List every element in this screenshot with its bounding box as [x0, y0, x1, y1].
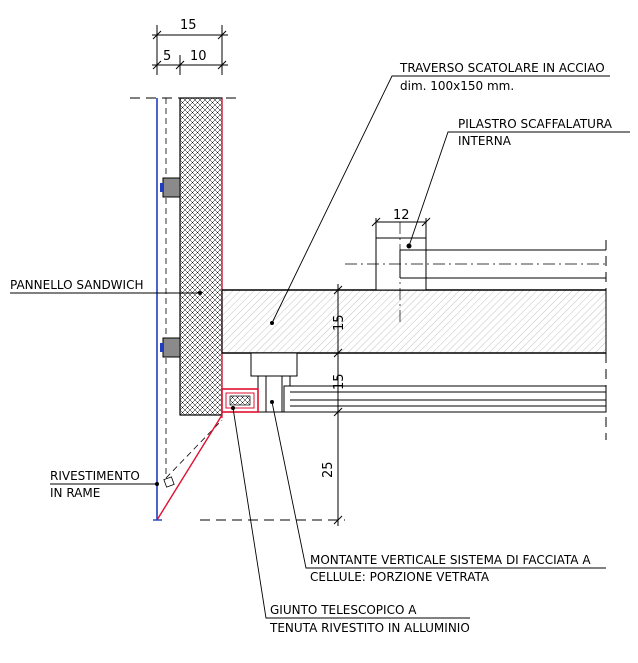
- giunto-leader-dot: [231, 406, 235, 410]
- label-traverso-2: dim. 100x150 mm.: [400, 79, 514, 93]
- dim-top-left: 5: [163, 49, 171, 64]
- label-montante-2: CELLULE: PORZIONE VETRATA: [310, 570, 490, 584]
- label-giunto-1: GIUNTO TELESCOPICO A: [270, 603, 417, 617]
- dim-beam-height: 15: [332, 314, 347, 331]
- label-pannello: PANNELLO SANDWICH: [10, 278, 144, 292]
- label-giunto-2: TENUTA RIVESTITO IN ALLUMINIO: [269, 621, 470, 635]
- copper-flashing: [153, 414, 223, 521]
- curtain-wall-mullion: [250, 352, 607, 413]
- pannello-leader-dot: [198, 291, 202, 295]
- label-montante-1: MONTANTE VERTICALE SISTEMA DI FACCIATA A: [310, 553, 591, 567]
- dim-pillar-width: 12: [393, 208, 410, 223]
- shelving-pillar: [345, 217, 606, 322]
- top-dimension-lines: [152, 25, 228, 75]
- dim-top-total: 15: [180, 18, 197, 33]
- sandwich-panel: [179, 97, 223, 418]
- vertical-dimension-chain: [330, 284, 606, 526]
- label-pilastro-1: PILASTRO SCAFFALATURA: [458, 117, 613, 131]
- rivestimento-leader-dot: [155, 482, 159, 486]
- dim-top-right: 10: [190, 49, 207, 64]
- dim-mullion-height: 15: [332, 373, 347, 390]
- telescopic-joint: [221, 388, 274, 413]
- steel-box-beam: [221, 289, 607, 354]
- label-pilastro-2: INTERNA: [458, 134, 512, 148]
- leader-lines: [10, 75, 630, 619]
- panel-brackets: [160, 177, 181, 358]
- label-rivestimento-1: RIVESTIMENTO: [50, 469, 140, 483]
- label-traverso-1: TRAVERSO SCATOLARE IN ACCIAO: [399, 61, 605, 75]
- label-rivestimento-2: IN RAME: [50, 486, 100, 500]
- copper-cladding: [156, 98, 223, 520]
- dim-drop-height: 25: [321, 461, 336, 478]
